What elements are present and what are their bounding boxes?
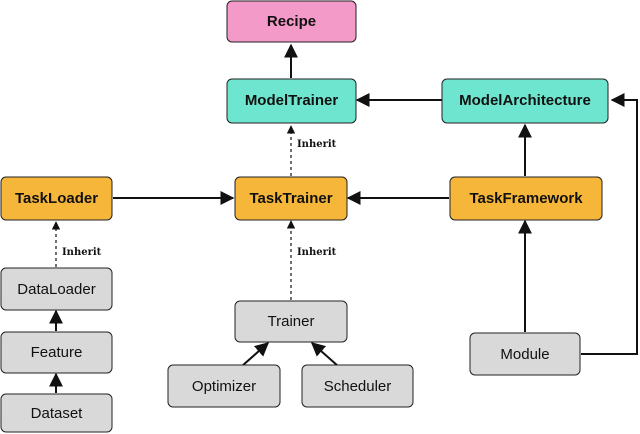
inherit-label-task-trainer: Inherit	[297, 247, 337, 258]
node-model-architecture: ModelArchitecture	[441, 78, 609, 124]
node-model-trainer: ModelTrainer	[226, 78, 357, 124]
svg-text:Feature: Feature	[31, 344, 83, 361]
node-task-framework: TaskFramework	[449, 176, 603, 221]
node-feature: Feature	[0, 331, 113, 374]
node-task-loader: TaskLoader	[0, 176, 113, 221]
node-optimizer: Optimizer	[167, 364, 281, 408]
svg-text:DataLoader: DataLoader	[17, 281, 95, 298]
svg-text:ModelTrainer: ModelTrainer	[245, 92, 339, 109]
node-scheduler: Scheduler	[301, 364, 414, 408]
edge-scheduler-to-trainer	[310, 342, 339, 367]
svg-text:Dataset: Dataset	[31, 405, 84, 422]
node-task-trainer: TaskTrainer	[234, 176, 348, 221]
svg-text:Scheduler: Scheduler	[324, 378, 392, 395]
svg-text:TaskFramework: TaskFramework	[469, 190, 583, 207]
svg-text:TaskTrainer: TaskTrainer	[249, 190, 332, 207]
svg-text:ModelArchitecture: ModelArchitecture	[459, 92, 591, 109]
edge-optimizer-to-trainer	[241, 342, 270, 367]
node-module: Module	[469, 332, 581, 376]
node-recipe: Recipe	[226, 0, 357, 43]
svg-text:Trainer: Trainer	[268, 313, 315, 330]
node-data-loader: DataLoader	[0, 267, 113, 311]
svg-text:Recipe: Recipe	[267, 13, 316, 30]
inherit-label-model-trainer: Inherit	[297, 139, 337, 150]
svg-text:Optimizer: Optimizer	[192, 378, 256, 395]
edge-module-to-model-architecture	[581, 93, 638, 355]
svg-text:TaskLoader: TaskLoader	[15, 190, 98, 207]
svg-text:Module: Module	[500, 346, 549, 363]
node-trainer: Trainer	[234, 300, 348, 343]
node-dataset: Dataset	[0, 393, 113, 433]
inherit-label-task-loader: Inherit	[62, 247, 102, 258]
